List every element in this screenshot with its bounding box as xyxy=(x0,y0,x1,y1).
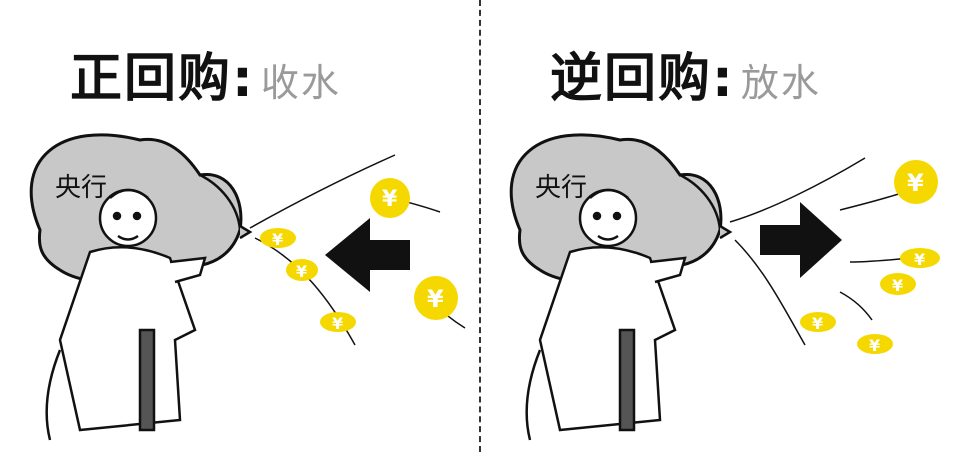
svg-text:¥: ¥ xyxy=(869,336,880,355)
reverse-repo-illustration: 央行 ¥ ¥ ¥ ¥ ¥ xyxy=(509,133,940,441)
monk-figure xyxy=(45,188,207,441)
yuan-coin: ¥ xyxy=(800,312,836,333)
dashed-divider xyxy=(479,0,481,452)
svg-text:¥: ¥ xyxy=(427,285,444,313)
panel-title: 逆回购:放水 xyxy=(550,36,821,111)
coins: ¥ ¥ ¥ ¥ ¥ xyxy=(260,178,458,333)
arrow-right-icon xyxy=(760,202,842,278)
title-colon: : xyxy=(712,49,735,109)
yuan-coin: ¥ xyxy=(320,312,356,333)
coins: ¥ ¥ ¥ ¥ ¥ xyxy=(800,160,940,355)
yuan-coin: ¥ xyxy=(414,276,458,320)
monk-figure xyxy=(525,188,687,441)
title-subtitle: 放水 xyxy=(740,61,821,105)
yuan-coin: ¥ xyxy=(286,259,318,281)
title-main: 正回购 xyxy=(70,49,233,109)
repo-illustration: 央行 ¥ ¥ ¥ ¥ ¥ xyxy=(29,133,466,441)
yuan-coin: ¥ xyxy=(880,273,916,295)
svg-text:¥: ¥ xyxy=(332,314,343,333)
svg-text:¥: ¥ xyxy=(296,262,307,281)
svg-text:¥: ¥ xyxy=(914,250,925,269)
panel-repo: 正回购:收水 央行 ¥ xyxy=(29,36,466,441)
title-subtitle: 收水 xyxy=(260,61,341,105)
motion-lines xyxy=(729,157,911,346)
yuan-coin: ¥ xyxy=(900,248,940,269)
svg-text:¥: ¥ xyxy=(272,230,283,249)
title-main: 逆回购 xyxy=(550,49,713,109)
svg-text:¥: ¥ xyxy=(907,169,924,197)
arrow-left-icon xyxy=(325,218,410,292)
yuan-coin: ¥ xyxy=(370,178,410,218)
bag-label: 央行 xyxy=(535,173,587,203)
title-colon: : xyxy=(232,49,255,109)
yuan-coin: ¥ xyxy=(260,228,296,249)
panel-reverse-repo: 逆回购:放水 央行 ¥ ¥ ¥ xyxy=(480,0,960,452)
yuan-coin: ¥ xyxy=(857,334,893,355)
panel-title: 正回购:收水 xyxy=(70,36,341,111)
bag-label: 央行 xyxy=(55,173,107,203)
svg-text:¥: ¥ xyxy=(892,276,903,295)
svg-text:¥: ¥ xyxy=(382,187,398,212)
yuan-coin: ¥ xyxy=(894,160,938,204)
svg-text:¥: ¥ xyxy=(812,314,823,333)
